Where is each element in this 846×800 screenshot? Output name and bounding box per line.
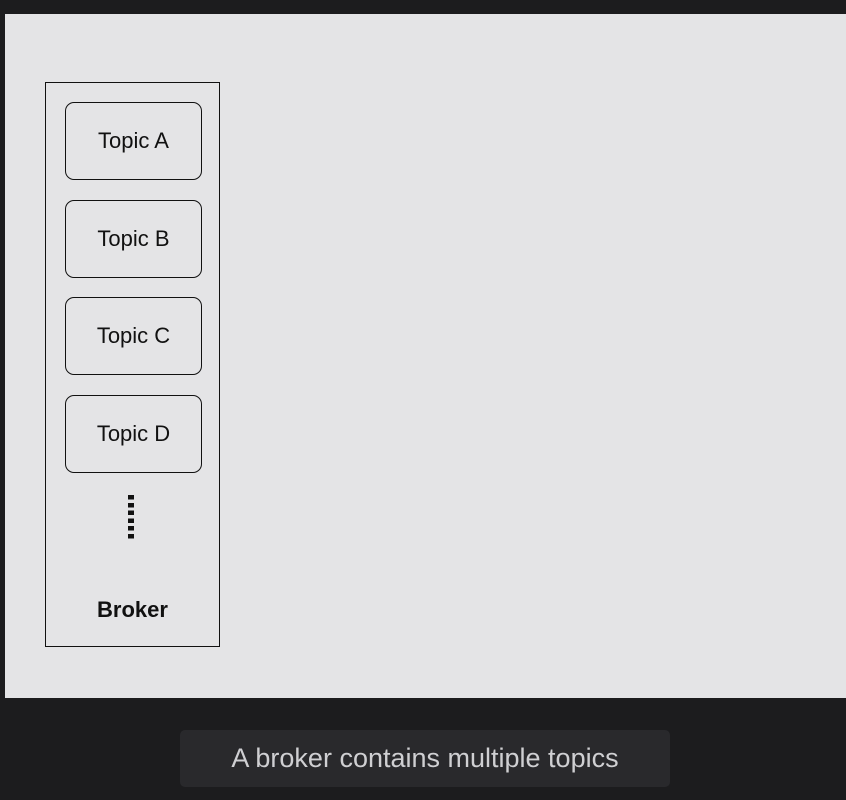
broker-label: Broker xyxy=(97,597,168,622)
ellipsis-dots xyxy=(128,495,134,539)
diagram-canvas: Topic A Topic B Topic C Topic D Broker xyxy=(5,14,846,698)
topic-box: Topic B xyxy=(65,200,202,278)
broker-box: Topic A Topic B Topic C Topic D Broker xyxy=(45,82,220,647)
topic-box: Topic A xyxy=(65,102,202,180)
topic-box: Topic D xyxy=(65,395,202,473)
topic-box: Topic C xyxy=(65,297,202,375)
figure-caption: A broker contains multiple topics xyxy=(180,730,670,787)
